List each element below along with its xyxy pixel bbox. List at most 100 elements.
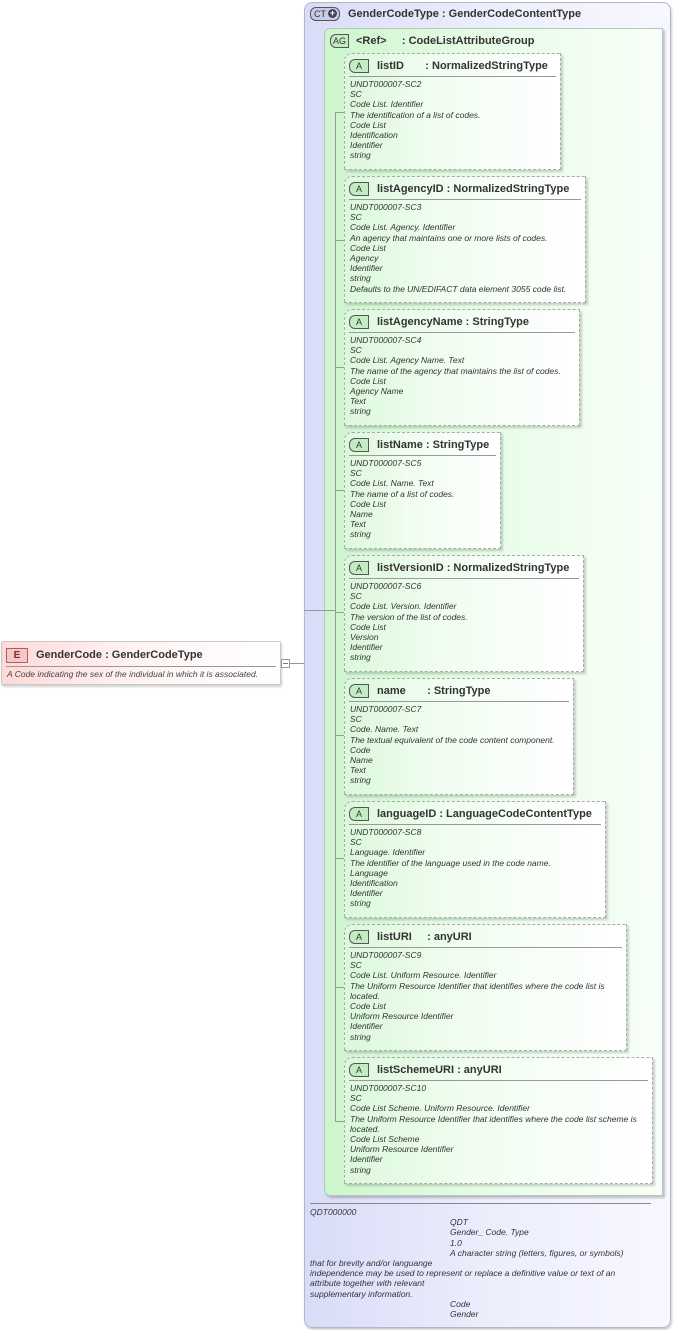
doc-line: A character string (letters, figures, or… [450, 1247, 624, 1258]
doc-line: string [350, 150, 371, 161]
doc-line: UNDT000007-SC3 [350, 202, 422, 212]
connector-line [335, 987, 344, 988]
plus-icon: + [328, 8, 337, 18]
doc-line: Identification [350, 130, 398, 141]
attribute-documentation: UNDT000007-SC9 SC Code List. Uniform Res… [350, 950, 623, 1042]
complex-type-title: GenderCodeType : GenderCodeContentType [348, 8, 582, 20]
doc-line: The identification of a list of codes. [350, 109, 481, 120]
doc-line: attribute together with relevant [310, 1278, 425, 1289]
attribute-title: listAgencyID : NormalizedStringType [377, 183, 570, 195]
divider [6, 666, 276, 667]
connector-line [335, 367, 344, 368]
element-gendercode[interactable]: E GenderCode : GenderCodeType A Code ind… [1, 641, 281, 685]
doc-line: Name [350, 509, 373, 520]
doc-line: UNDT000007-SC9 [350, 950, 422, 960]
doc-line: Code. Name. Text [350, 724, 419, 735]
attribute-documentation: UNDT000007-SC10 SC Code List Scheme. Uni… [350, 1083, 649, 1175]
doc-line: Code List [350, 375, 386, 386]
doc-line: SC [350, 837, 362, 848]
doc-line: Code List [350, 498, 386, 509]
doc-line: Language. Identifier [350, 847, 426, 858]
doc-line: Code List. Agency. Identifier [350, 222, 456, 233]
doc-line: The Uniform Resource Identifier that ide… [350, 980, 605, 1001]
doc-line: UNDT000007-SC4 [350, 335, 422, 345]
connector-line [289, 663, 304, 664]
divider [349, 199, 581, 200]
doc-line: Identifier [350, 263, 383, 274]
connector-line [335, 240, 344, 241]
doc-line: Agency [350, 253, 379, 264]
attribute-name[interactable]: A name : StringType UNDT000007-SC7 SC Co… [344, 678, 574, 795]
attribute-badge-icon: A [349, 438, 369, 452]
divider [349, 1080, 648, 1081]
doc-line: An agency that maintains one or more lis… [350, 232, 548, 243]
divider [349, 578, 579, 579]
doc-line: Name [350, 755, 373, 766]
doc-line: The identifier of the language used in t… [350, 857, 551, 868]
attribute-listschemeuri[interactable]: A listSchemeURI : anyURI UNDT000007-SC10… [344, 1057, 653, 1184]
doc-line: Identifier [350, 1021, 383, 1032]
doc-line: The name of the agency that maintains th… [350, 365, 561, 376]
doc-line: string [350, 1164, 371, 1175]
doc-line: Gender_ Code. Type [450, 1227, 529, 1238]
doc-line: supplementary information. [310, 1288, 413, 1299]
attribute-listid[interactable]: A listID : NormalizedStringType UNDT0000… [344, 53, 561, 170]
complex-type-badge-label: CT [314, 9, 326, 19]
doc-line: SC [350, 591, 362, 602]
divider [310, 1203, 651, 1204]
doc-line: string [350, 1031, 371, 1042]
attribute-documentation: UNDT000007-SC2 SC Code List. Identifier … [350, 79, 557, 161]
attribute-badge-icon: A [349, 59, 369, 73]
attribute-header: A listAgencyName : StringType [349, 315, 529, 329]
doc-line: string [350, 652, 371, 663]
doc-line: Text [350, 765, 366, 776]
attribute-header: A listID : NormalizedStringType [349, 59, 548, 73]
attribute-title: listVersionID : NormalizedStringType [377, 562, 570, 574]
doc-line: Identifier [350, 140, 383, 151]
attribute-listversionid[interactable]: A listVersionID : NormalizedStringType U… [344, 555, 584, 672]
doc-line: SC [350, 960, 362, 971]
attribute-badge-icon: A [349, 315, 369, 329]
attribute-listagencyid[interactable]: A listAgencyID : NormalizedStringType UN… [344, 176, 586, 303]
doc-line: The Uniform Resource Identifier that ide… [350, 1113, 637, 1134]
attribute-header: A listName : StringType [349, 438, 489, 452]
doc-line: string [350, 406, 371, 417]
doc-line: Agency Name [350, 386, 404, 397]
doc-line: SC [350, 212, 362, 223]
attribute-header: A listVersionID : NormalizedStringType [349, 561, 569, 575]
attribute-listagencyname[interactable]: A listAgencyName : StringType UNDT000007… [344, 309, 580, 426]
complex-type-documentation: QDT000000 QDT Gender_ Code. Type 1.0 A c… [310, 1207, 650, 1319]
attribute-badge-icon: A [349, 807, 369, 821]
doc-line: Code List [350, 621, 386, 632]
attribute-languageid[interactable]: A languageID : LanguageCodeContentType U… [344, 801, 606, 918]
connector-line [324, 610, 335, 611]
attribute-documentation: UNDT000007-SC4 SC Code List. Agency Name… [350, 335, 576, 417]
attribute-listuri[interactable]: A listURI : anyURI UNDT000007-SC9 SC Cod… [344, 924, 627, 1051]
connector-line [335, 1121, 344, 1122]
attribute-documentation: UNDT000007-SC5 SC Code List. Name. Text … [350, 458, 497, 540]
attribute-header: A listSchemeURI : anyURI [349, 1063, 502, 1077]
doc-line: The version of the list of codes. [350, 611, 468, 622]
attribute-group-title: <Ref> : CodeListAttributeGroup [356, 35, 535, 47]
doc-line: string [350, 529, 371, 540]
doc-line: Text [350, 396, 366, 407]
attribute-title: listName : StringType [377, 439, 490, 451]
attribute-listname[interactable]: A listName : StringType UNDT000007-SC5 S… [344, 432, 501, 549]
doc-line: Code List Scheme [350, 1134, 420, 1145]
doc-line: Identifier [350, 1154, 383, 1165]
connector-line [304, 610, 324, 611]
doc-line: Code List. Version. Identifier [350, 601, 457, 612]
doc-line: Gender [450, 1309, 479, 1320]
doc-line: UNDT000007-SC7 [350, 704, 422, 714]
doc-line: string [350, 775, 371, 786]
attribute-group-header: AG <Ref> : CodeListAttributeGroup [330, 34, 534, 48]
doc-line: Defaults to the UN/EDIFACT data element … [350, 283, 567, 294]
attribute-title: listSchemeURI : anyURI [377, 1064, 502, 1076]
complex-type-header: CT+ GenderCodeType : GenderCodeContentTy… [310, 7, 581, 21]
attribute-title: listID : NormalizedStringType [377, 60, 548, 72]
attribute-documentation: UNDT000007-SC8 SC Language. Identifier T… [350, 827, 602, 909]
attribute-header: A languageID : LanguageCodeContentType [349, 807, 592, 821]
element-documentation: A Code indicating the sex of the individ… [7, 669, 259, 679]
connector-line [335, 112, 344, 113]
attribute-badge-icon: A [349, 930, 369, 944]
